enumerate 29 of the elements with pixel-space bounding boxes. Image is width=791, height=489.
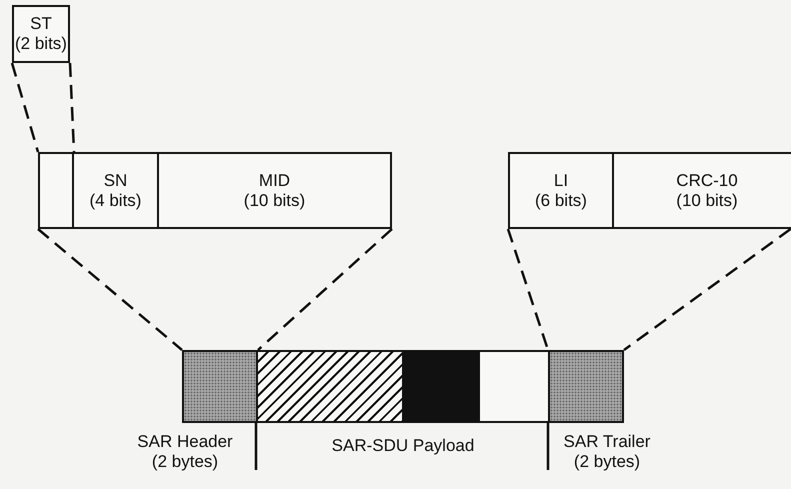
expansion-line (623, 228, 791, 352)
section-label: SAR Trailer (2 bytes) (562, 432, 652, 472)
filled-field-box (402, 350, 480, 423)
field-size: (10 bits) (244, 190, 306, 210)
field-box (157, 152, 392, 229)
hatched-field-box (256, 350, 404, 423)
field-size: (2 bits) (15, 34, 67, 54)
field-name: ST (30, 14, 52, 34)
expansion-line (37, 228, 183, 351)
field-size: (10 bits) (676, 190, 738, 210)
expansion-line (257, 228, 393, 351)
shaded-field-box (182, 350, 258, 423)
expansion-line (10, 62, 40, 152)
field-box (478, 350, 550, 423)
field-size: (6 bits) (535, 190, 587, 210)
field-box (612, 152, 791, 229)
field-box (508, 152, 614, 229)
field-name: SN (104, 170, 128, 190)
section-label: SAR-SDU Payload (330, 436, 476, 456)
field-name: CRC-10 (676, 170, 738, 190)
field-box (38, 152, 74, 229)
expansion-line (68, 62, 76, 152)
field-box (12, 5, 70, 63)
field-name: LI (554, 170, 568, 190)
field-box (72, 152, 159, 229)
section-label: SAR Header (2 bytes) (136, 432, 234, 472)
shaded-field-box (548, 350, 624, 423)
field-name: MID (258, 170, 290, 190)
field-size: (4 bits) (90, 190, 142, 210)
